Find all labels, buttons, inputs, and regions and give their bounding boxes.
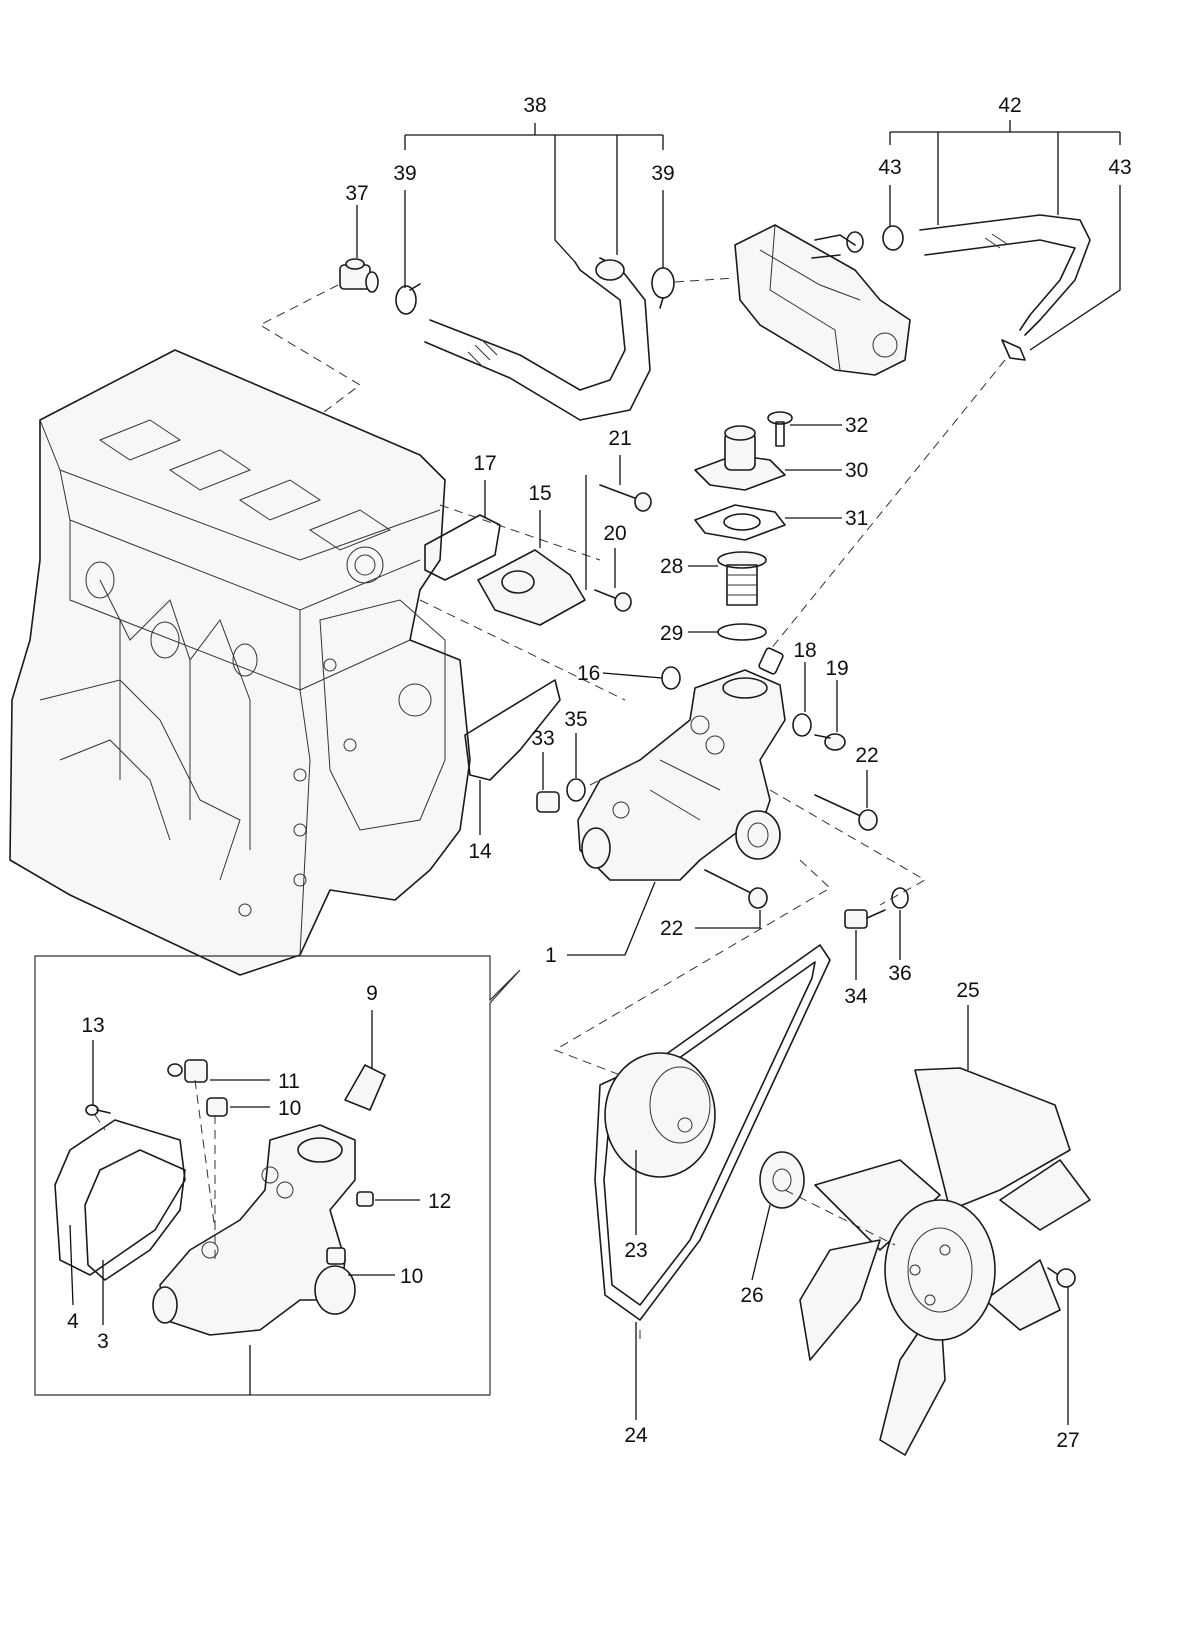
callout-11: 11	[278, 1070, 300, 1093]
bolt-13	[85, 1104, 111, 1116]
callout-3: 3	[97, 1330, 109, 1353]
pulley-23	[604, 1052, 716, 1178]
callout-14: 14	[468, 840, 492, 863]
gasket-14	[464, 679, 561, 781]
bolt-22-upper	[814, 794, 878, 831]
hose-clamp-43-bottom	[1001, 339, 1026, 361]
fitting-9	[344, 1064, 386, 1111]
thermostat-28	[717, 551, 767, 606]
hose-clamp-39-right	[651, 267, 675, 309]
plug-16	[661, 666, 681, 690]
engine-block	[9, 349, 471, 976]
hose-clamp-39-left	[395, 283, 421, 315]
callout-32: 32	[845, 414, 868, 437]
callout-36: 36	[888, 962, 911, 985]
bolt-22-lower	[704, 869, 768, 909]
detail-inset	[34, 955, 521, 1396]
callout-26: 26	[740, 1284, 763, 1307]
gasket-31	[694, 504, 786, 541]
callout-18: 18	[793, 639, 816, 662]
callout-19: 19	[825, 657, 848, 680]
callout-4: 4	[67, 1310, 79, 1333]
callout-38: 38	[523, 94, 546, 117]
callout-10-upper: 10	[278, 1097, 301, 1120]
callout-21: 21	[608, 427, 631, 450]
gasket-17	[424, 514, 501, 581]
plug-10-lower	[326, 1247, 346, 1265]
coolant-hose-38	[424, 257, 651, 421]
plug-33	[536, 791, 560, 813]
bolt-27	[1047, 1267, 1076, 1288]
callout-24: 24	[624, 1424, 648, 1447]
egr-cooler	[734, 224, 911, 376]
callout-33: 33	[531, 727, 554, 750]
bolt-19	[814, 733, 846, 751]
callout-23: 23	[624, 1239, 647, 1262]
o-ring-29	[717, 623, 767, 641]
thermostat-cover-30	[694, 425, 786, 491]
callout-17: 17	[473, 452, 496, 475]
leader-lines	[69, 120, 1121, 1425]
bolt-20	[594, 589, 632, 612]
callout-43-left: 43	[878, 156, 901, 179]
bolt-18-washer	[792, 713, 812, 737]
callout-29: 29	[660, 622, 683, 645]
v-belt-24	[594, 944, 831, 1321]
washer-35	[566, 778, 586, 802]
callout-20: 20	[603, 522, 626, 545]
spacer-26	[759, 1151, 805, 1209]
assembly-lines	[94, 277, 1006, 1345]
callout-15: 15	[528, 482, 551, 505]
fan-25	[799, 1067, 1091, 1456]
callout-labels: 38 39 39 37 42 43 43 32 30 31 28 29 16 1…	[67, 94, 1132, 1452]
callout-1: 1	[545, 944, 557, 967]
callout-43-right: 43	[1108, 156, 1131, 179]
elbow-fitting-11	[167, 1059, 208, 1083]
elbow-fitting-37	[339, 258, 379, 293]
callout-22-lower: 22	[660, 917, 683, 940]
water-pump-assembly	[577, 647, 786, 881]
callout-37: 37	[345, 182, 368, 205]
callout-35: 35	[564, 708, 587, 731]
callout-39-left: 39	[393, 162, 416, 185]
gasket-4	[54, 1119, 186, 1276]
gasket-3	[84, 1149, 186, 1281]
bolt-32	[767, 411, 793, 447]
callout-31: 31	[845, 507, 868, 530]
outlet-flange-15	[477, 549, 586, 626]
callout-16: 16	[577, 662, 600, 685]
callout-22-upper: 22	[855, 744, 878, 767]
callout-25: 25	[956, 979, 979, 1002]
callout-10-lower: 10	[400, 1265, 423, 1288]
bolt-21	[599, 484, 652, 512]
callout-34: 34	[844, 985, 868, 1008]
sensor-34	[844, 909, 886, 929]
callout-28: 28	[660, 555, 683, 578]
callout-9: 9	[366, 982, 378, 1005]
callout-13: 13	[81, 1014, 104, 1037]
hose-clamp-43-top	[882, 225, 904, 251]
callout-42: 42	[998, 94, 1021, 117]
callout-30: 30	[845, 459, 868, 482]
callout-39-right: 39	[651, 162, 674, 185]
callout-12: 12	[428, 1190, 451, 1213]
plug-12	[356, 1191, 374, 1207]
plug-10-upper	[206, 1097, 228, 1117]
coolant-hose-42	[919, 214, 1091, 336]
water-pump-body-inset	[152, 1124, 356, 1336]
callout-27: 27	[1056, 1429, 1079, 1452]
